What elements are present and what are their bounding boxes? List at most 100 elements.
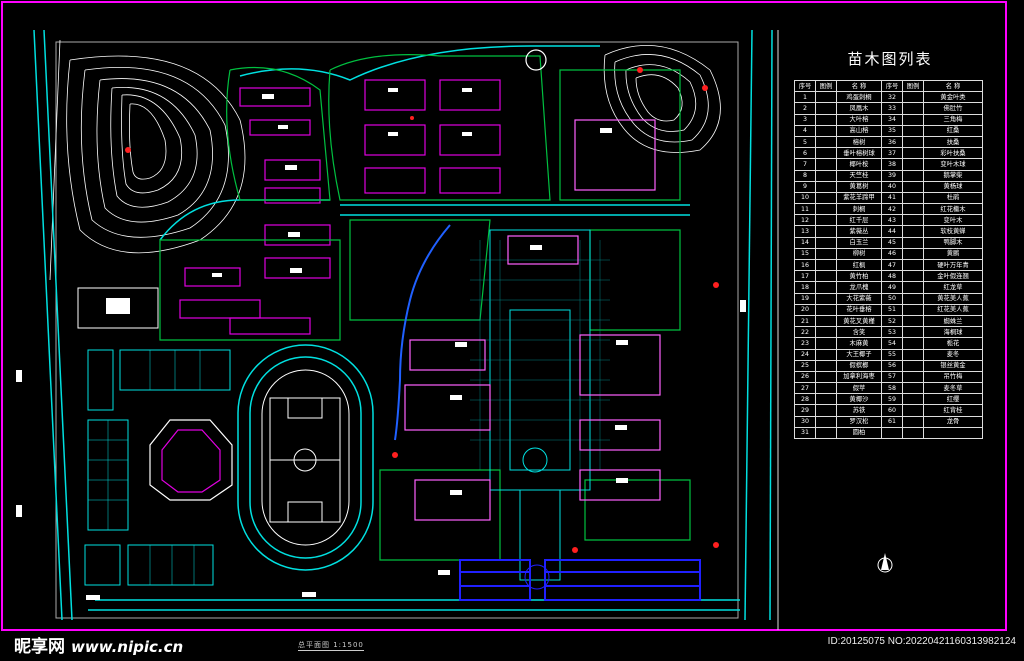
- legend-cell: 48: [881, 270, 903, 283]
- plan-caption: 总平面图 1:1500: [298, 641, 364, 651]
- legend-cell: 2: [794, 102, 816, 115]
- legend-header-row: 序号 图例 名 称 序号 图例 名 称: [794, 79, 983, 93]
- legend-symbol-cell: [815, 303, 837, 316]
- teaching-buildings: [404, 119, 661, 521]
- legend-cell: 大花紫薇: [836, 292, 882, 305]
- legend-cell: 三角梅: [923, 113, 983, 126]
- legend-cell: 59: [881, 393, 903, 406]
- legend-cell: 44: [881, 225, 903, 238]
- legend-cell: 假苹: [836, 382, 882, 395]
- legend-cell: 38: [881, 158, 903, 171]
- legend-header: 序号: [794, 79, 816, 93]
- legend-symbol-cell: [815, 292, 837, 305]
- legend-header: 图例: [902, 79, 924, 93]
- legend-header: 名 称: [923, 79, 983, 93]
- legend-cell: 5: [794, 135, 816, 149]
- legend-symbol-cell: [902, 124, 924, 137]
- legend-symbol-cell: [815, 180, 837, 193]
- gymnasium: [149, 419, 233, 501]
- legend-cell: 黄竹柏: [836, 270, 882, 283]
- legend-symbol-cell: [902, 236, 924, 249]
- legend-cell: 34: [881, 113, 903, 126]
- legend-cell: 28: [794, 393, 816, 406]
- legend-cell: 49: [881, 281, 903, 294]
- legend-header: 名 称: [836, 79, 882, 93]
- legend-cell: 红千层: [836, 214, 882, 227]
- water-channel: [394, 224, 451, 441]
- legend-cell: 柳树: [836, 247, 882, 261]
- legend-cell: 龙爪槐: [836, 281, 882, 294]
- legend-cell: 凤凰木: [836, 102, 882, 115]
- legend-cell: 54: [881, 337, 903, 350]
- legend-cell: 木麻黄: [836, 337, 882, 350]
- legend-cell: 银丝黄金: [923, 359, 983, 372]
- legend-symbol-cell: [815, 348, 837, 361]
- legend-symbol-cell: [902, 214, 924, 227]
- north-arrow-icon: [877, 553, 893, 573]
- legend-cell: 45: [881, 236, 903, 249]
- legend-symbol-cell: [815, 415, 837, 428]
- legend-symbol-cell: [815, 91, 837, 104]
- legend-cell: [923, 426, 983, 440]
- legend-symbol-cell: [815, 337, 837, 350]
- legend-symbol-cell: [902, 135, 924, 149]
- watermark-logo-text: 昵享网: [14, 637, 65, 657]
- legend-cell: 33: [881, 102, 903, 115]
- legend-symbol-cell: [902, 326, 924, 339]
- legend-cell: 含笑: [836, 326, 882, 339]
- legend-symbol-cell: [815, 370, 837, 384]
- legend-cell: 红背桂: [923, 404, 983, 417]
- legend-symbol-cell: [815, 147, 837, 160]
- legend-cell: 51: [881, 303, 903, 316]
- legend-cell: 13: [794, 225, 816, 238]
- legend-symbol-cell: [815, 225, 837, 238]
- legend-cell: 麦冬草: [923, 382, 983, 395]
- legend-symbol-cell: [902, 314, 924, 328]
- legend-symbol-cell: [902, 258, 924, 272]
- legend-symbol-cell: [815, 382, 837, 395]
- legend-cell: 刺桐: [836, 203, 882, 216]
- legend-cell: 红桑: [923, 124, 983, 137]
- legend-cell: 7: [794, 158, 816, 171]
- legend-symbol-cell: [902, 292, 924, 305]
- legend-cell: 变叶木球: [923, 158, 983, 171]
- legend-symbol-cell: [815, 113, 837, 126]
- legend-symbol-cell: [815, 393, 837, 406]
- west-building-core: [106, 298, 130, 314]
- watermark-site: www.nipic.cn: [71, 638, 184, 656]
- legend-symbol-cell: [815, 247, 837, 261]
- legend-cell: 垂叶榕树球: [836, 147, 882, 160]
- legend-cell: 扶桑: [923, 135, 983, 149]
- legend-symbol-cell: [815, 258, 837, 272]
- legend-cell: 苏铁: [836, 404, 882, 417]
- legend-cell: 40: [881, 180, 903, 193]
- legend-cell: 12: [794, 214, 816, 227]
- legend-cell: 高山榕: [836, 124, 882, 137]
- legend-cell: 26: [794, 370, 816, 384]
- building-labels: [16, 88, 746, 600]
- legend-cell: 杜鹃: [923, 191, 983, 205]
- legend-cell: 黄葛树: [836, 180, 882, 193]
- legend-cell: 硬叶万年青: [923, 258, 983, 272]
- dormitory-buildings: [179, 79, 501, 335]
- legend-symbol-cell: [902, 303, 924, 316]
- legend-cell: 6: [794, 147, 816, 160]
- legend-cell: 加拿利海枣: [836, 370, 882, 384]
- legend-cell: 17: [794, 270, 816, 283]
- legend-symbol-cell: [902, 102, 924, 115]
- west-building: [77, 287, 159, 329]
- legend-cell: 31: [794, 426, 816, 440]
- topographic-contours-ne: [603, 45, 721, 153]
- legend-cell: [881, 426, 903, 440]
